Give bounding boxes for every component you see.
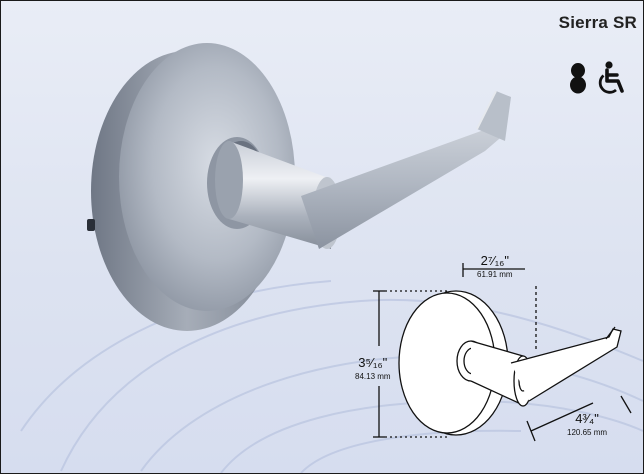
width-dimension: 2⁷⁄₁₆" 61.91 mm [477,253,513,279]
height-inches: 3⁵⁄₁₆" [358,355,388,370]
projection-mm: 120.65 mm [567,428,608,437]
wheelchair-accessible-icon [598,61,624,94]
projection-inches: 4³⁄₄" [575,411,599,426]
width-mm: 61.91 mm [477,270,513,279]
product-title: Sierra SR [558,13,637,32]
width-inches: 2⁷⁄₁₆" [480,253,509,268]
badge-row [569,61,629,95]
height-mm: 84.13 mm [355,372,391,381]
projection-dimension: 4³⁄₄" 120.65 mm [567,411,607,437]
grade-badge-icon [570,63,586,94]
height-dimension: 3⁵⁄₁₆" 84.13 mm [355,355,391,381]
